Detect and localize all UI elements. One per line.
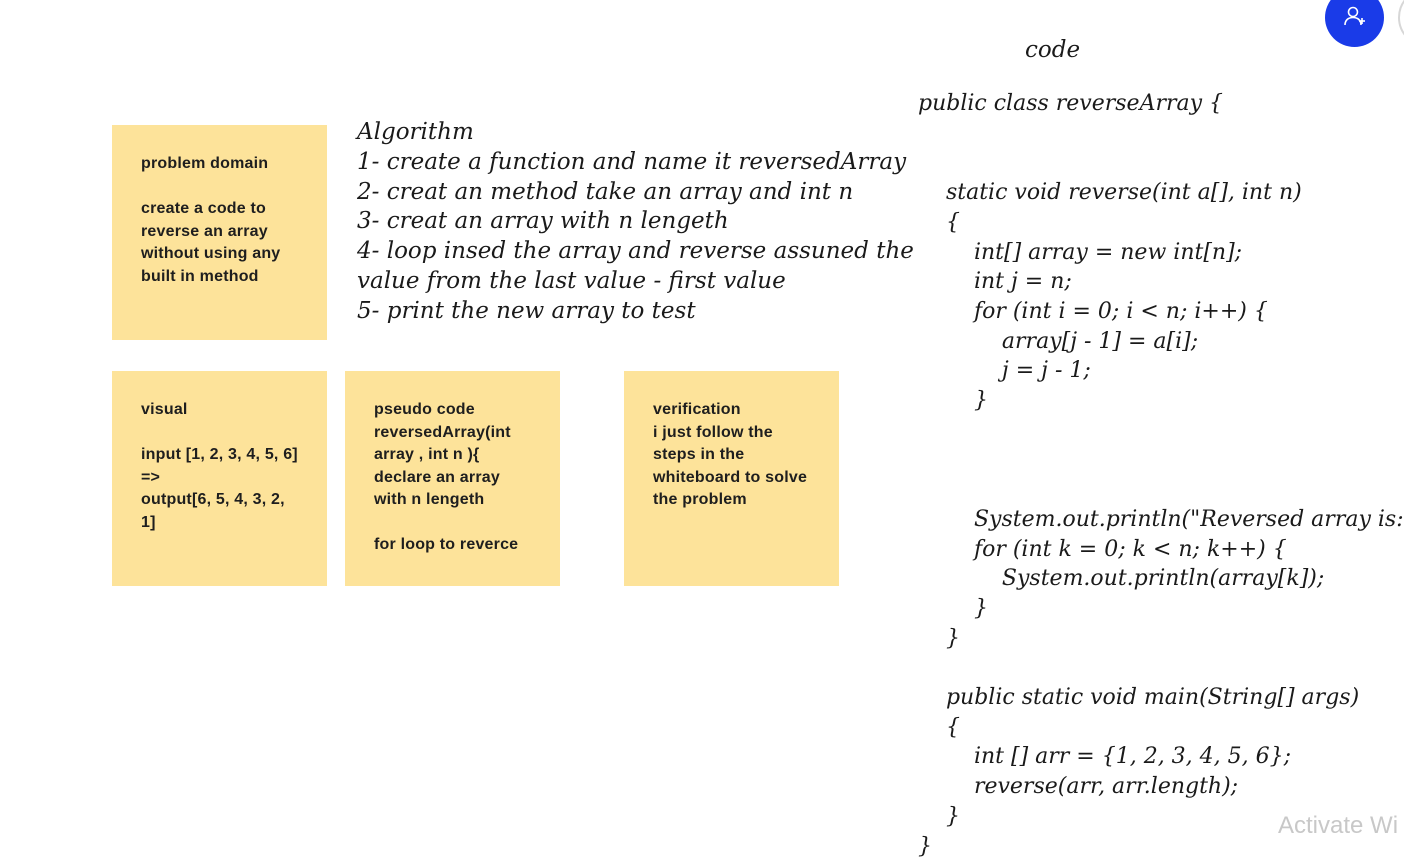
add-user-icon xyxy=(1342,3,1368,33)
toolbar-button-partial[interactable] xyxy=(1398,0,1404,47)
code-heading-ink[interactable]: code xyxy=(1025,37,1081,63)
add-user-button[interactable] xyxy=(1325,0,1384,47)
sticky-note-pseudo-code[interactable]: pseudo code reversedArray(int array , in… xyxy=(345,371,560,586)
sticky-note-problem-domain[interactable]: problem domain create a code to reverse … xyxy=(112,125,327,340)
algorithm-ink-text[interactable]: Algorithm 1- create a function and name … xyxy=(357,119,914,324)
activation-watermark: Activate Wi xyxy=(1278,812,1399,839)
sticky-note-visual[interactable]: visual input [1, 2, 3, 4, 5, 6] => outpu… xyxy=(112,371,327,586)
code-ink-text[interactable]: public class reverseArray { static void … xyxy=(918,91,1404,859)
sticky-note-verification[interactable]: verification i just follow the steps in … xyxy=(624,371,839,586)
